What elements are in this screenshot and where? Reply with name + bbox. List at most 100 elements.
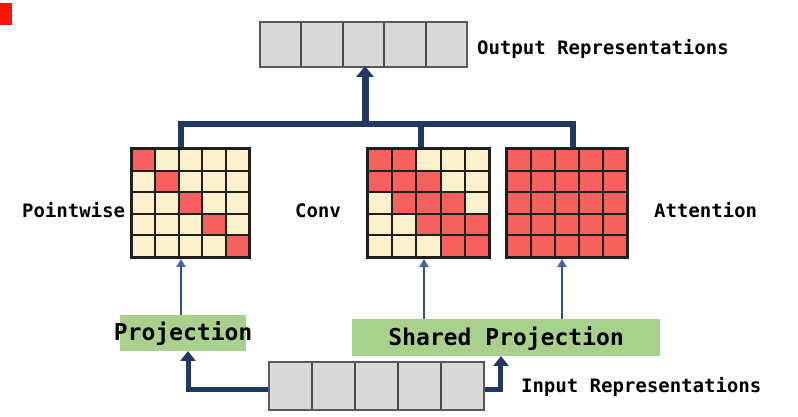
vector-cell — [302, 23, 344, 66]
matrix-cell — [178, 149, 203, 171]
matrix-cell — [368, 170, 393, 193]
matrix-cell — [178, 235, 203, 257]
matrix-cell — [368, 213, 393, 236]
matrix-cell — [132, 149, 156, 171]
matrix-cell — [603, 192, 627, 214]
arrow-input-to-shared-vertical — [498, 365, 503, 392]
vector-cell — [261, 23, 303, 66]
shared-projection-label: Shared Projection — [388, 324, 624, 351]
matrix-cell — [464, 149, 489, 171]
matrix-cell — [155, 213, 179, 236]
matrix-cell — [416, 192, 441, 214]
matrix-cell — [368, 235, 393, 257]
matrix-cell — [392, 192, 417, 214]
matrix-cell — [464, 213, 489, 236]
matrix-cell — [603, 170, 627, 193]
matrix-cell — [531, 235, 555, 257]
matrix-cell — [416, 235, 441, 257]
matrix-cell — [416, 170, 441, 193]
matrix-cell — [555, 149, 579, 171]
arrow-input-to-projection-horizontal — [186, 387, 268, 392]
matrix-cell — [132, 192, 156, 214]
matrix-cell — [440, 170, 465, 193]
conv-matrix — [366, 147, 491, 259]
matrix-cell — [155, 149, 179, 171]
arrowhead-to-projection — [180, 351, 196, 361]
matrix-cell — [440, 192, 465, 214]
arrow-projection-to-pointwise — [180, 266, 182, 315]
matrix-cell — [392, 213, 417, 236]
matrix-cell — [507, 213, 531, 236]
arrow-shared-to-attention — [561, 266, 563, 320]
vector-cell — [385, 23, 427, 66]
matrix-cell — [225, 170, 249, 193]
attention-matrix — [505, 147, 629, 259]
matrix-cell — [416, 149, 441, 171]
connector-stub-attention — [570, 124, 576, 147]
arrow-input-to-shared-horizontal — [485, 387, 503, 392]
matrix-cell — [440, 213, 465, 236]
connector-stub-conv — [418, 124, 424, 147]
shared-projection-box: Shared Projection — [352, 319, 660, 356]
matrix-cell — [202, 170, 226, 193]
matrix-cell — [392, 235, 417, 257]
matrix-cell — [531, 149, 555, 171]
matrix-cell — [178, 192, 203, 214]
matrix-cell — [603, 213, 627, 236]
input-representations-vector — [268, 361, 485, 411]
vector-cell — [442, 363, 483, 409]
matrix-cell — [132, 213, 156, 236]
matrix-cell — [579, 149, 603, 171]
matrix-cell — [178, 213, 203, 236]
matrix-cell — [579, 192, 603, 214]
conv-label: Conv — [295, 200, 341, 222]
matrix-cell — [464, 192, 489, 214]
matrix-cell — [507, 170, 531, 193]
projection-box: Projection — [114, 315, 252, 351]
attention-label: Attention — [654, 200, 757, 222]
matrix-cell — [555, 170, 579, 193]
vector-cell — [270, 363, 313, 409]
matrix-cell — [225, 213, 249, 236]
input-representations-label: Input Representations — [521, 375, 762, 397]
arrow-shared-to-conv — [423, 266, 425, 320]
matrix-cell — [555, 192, 579, 214]
matrix-cell — [392, 149, 417, 171]
matrix-cell — [464, 235, 489, 257]
matrix-cell — [368, 192, 393, 214]
matrix-cell — [155, 235, 179, 257]
connector-stub-pointwise — [178, 124, 184, 147]
projection-label: Projection — [113, 320, 253, 346]
matrix-cell — [579, 213, 603, 236]
matrix-cell — [531, 192, 555, 214]
matrix-cell — [225, 192, 249, 214]
matrix-cell — [507, 235, 531, 257]
matrix-cell — [555, 213, 579, 236]
arrowhead-to-pointwise — [176, 259, 186, 267]
matrix-cell — [531, 213, 555, 236]
arrowhead-to-shared-projection — [493, 356, 509, 366]
matrix-cell — [603, 149, 627, 171]
vector-cell — [426, 23, 467, 66]
connector-trunk — [362, 75, 369, 122]
vector-cell — [343, 23, 386, 66]
arrowhead-to-conv — [419, 259, 429, 267]
matrix-cell — [579, 170, 603, 193]
stray-red-mark — [0, 3, 12, 25]
matrix-cell — [416, 213, 441, 236]
matrix-cell — [368, 149, 393, 171]
vector-cell — [356, 363, 399, 409]
matrix-cell — [603, 235, 627, 257]
matrix-cell — [225, 149, 249, 171]
matrix-cell — [440, 235, 465, 257]
matrix-cell — [392, 170, 417, 193]
matrix-cell — [555, 235, 579, 257]
output-representations-label: Output Representations — [477, 37, 729, 59]
matrix-cell — [579, 235, 603, 257]
matrix-cell — [202, 149, 226, 171]
output-representations-vector — [259, 21, 468, 68]
arrowhead-to-attention — [557, 259, 567, 267]
matrix-cell — [507, 149, 531, 171]
matrix-cell — [202, 213, 226, 236]
matrix-cell — [155, 170, 179, 193]
